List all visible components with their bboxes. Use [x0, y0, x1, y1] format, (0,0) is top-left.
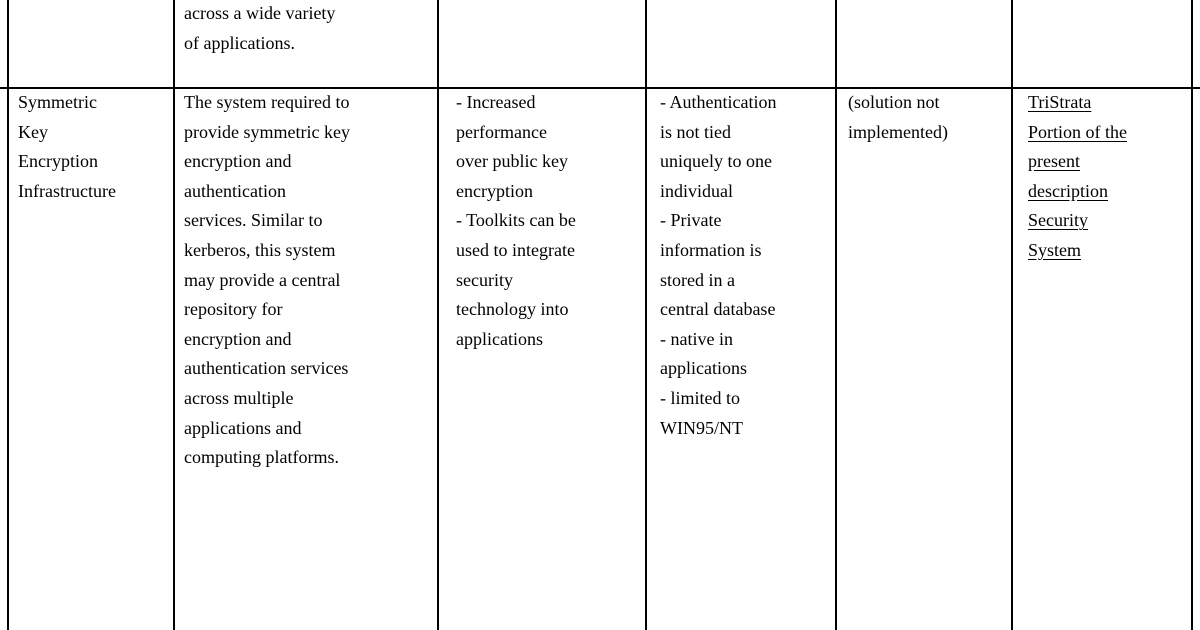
cell-text-line: technology into: [456, 299, 569, 320]
cell-text-line: encryption: [456, 180, 533, 201]
cell-text-line: is not tied: [660, 121, 731, 142]
cell-text-line: - Increased: [456, 92, 536, 112]
cell-text-line: across a wide variety: [184, 3, 336, 23]
solution-cell: (solution not implemented): [848, 88, 948, 147]
reference-link-line[interactable]: Security: [1028, 210, 1088, 231]
column-border: [1011, 0, 1013, 630]
cell-text-line: security: [456, 269, 513, 290]
cell-text-line: central database: [660, 299, 776, 320]
reference-link-line[interactable]: Portion of the: [1028, 121, 1127, 142]
column-border: [437, 0, 439, 630]
row-border: [0, 87, 1200, 89]
cell-text-line: applications: [660, 358, 747, 379]
cell-text-line: Infrastructure: [18, 180, 116, 201]
advantages-cell: - Increased performance over public key …: [456, 88, 576, 354]
cell-text-line: over public key: [456, 151, 568, 172]
reference-link-line[interactable]: present: [1028, 151, 1080, 172]
cell-text-line: information is: [660, 239, 762, 260]
cell-text-line: used to integrate: [456, 239, 575, 260]
cell-text-line: - Toolkits can be: [456, 210, 576, 231]
cell-text-line: applications and: [184, 417, 302, 438]
cell-text-line: Encryption: [18, 151, 98, 172]
cell-text-line: individual: [660, 180, 733, 201]
cell-text-line: performance: [456, 121, 547, 142]
cell-text-line: authentication: [184, 180, 286, 201]
column-border: [1191, 0, 1193, 630]
column-border: [7, 0, 9, 630]
cell-text-line: authentication services: [184, 358, 349, 379]
reference-link-line[interactable]: TriStrata: [1028, 92, 1092, 112]
cell-text-line: encryption and: [184, 151, 292, 172]
cell-text-line: (solution not: [848, 92, 940, 112]
cell-text-line: of applications.: [184, 32, 295, 53]
cell-text-line: applications: [456, 328, 543, 349]
cell-text-line: - native in: [660, 328, 733, 349]
prev-row-description-cell: across a wide variety of applications.: [184, 0, 335, 58]
cell-text-line: computing platforms.: [184, 447, 339, 468]
cell-text-line: WIN95/NT: [660, 417, 743, 438]
cell-text-line: implemented): [848, 121, 948, 142]
cell-text-line: across multiple: [184, 387, 294, 408]
cell-text-line: - limited to: [660, 387, 740, 408]
column-border: [835, 0, 837, 630]
cell-text-line: may provide a central: [184, 269, 341, 290]
category-cell: Symmetric Key Encryption Infrastructure: [18, 88, 116, 206]
description-cell: The system required to provide symmetric…: [184, 88, 350, 473]
cell-text-line: Key: [18, 121, 48, 142]
cell-text-line: services. Similar to: [184, 210, 323, 231]
cell-text-line: provide symmetric key: [184, 121, 350, 142]
cell-text-line: - Private: [660, 210, 722, 231]
reference-link-cell[interactable]: TriStrata Portion of the present descrip…: [1028, 88, 1127, 266]
cell-text-line: uniquely to one: [660, 151, 772, 172]
reference-link-line[interactable]: description: [1028, 180, 1108, 201]
column-border: [645, 0, 647, 630]
reference-link-line[interactable]: System: [1028, 239, 1082, 260]
cell-text-line: kerberos, this system: [184, 239, 336, 260]
cell-text-line: The system required to: [184, 92, 350, 112]
disadvantages-cell: - Authentication is not tied uniquely to…: [660, 88, 776, 443]
cell-text-line: Symmetric: [18, 92, 97, 112]
column-border: [173, 0, 175, 630]
cell-text-line: repository for: [184, 299, 283, 320]
cell-text-line: stored in a: [660, 269, 735, 290]
cell-text-line: encryption and: [184, 328, 292, 349]
cell-text-line: - Authentication: [660, 92, 777, 112]
